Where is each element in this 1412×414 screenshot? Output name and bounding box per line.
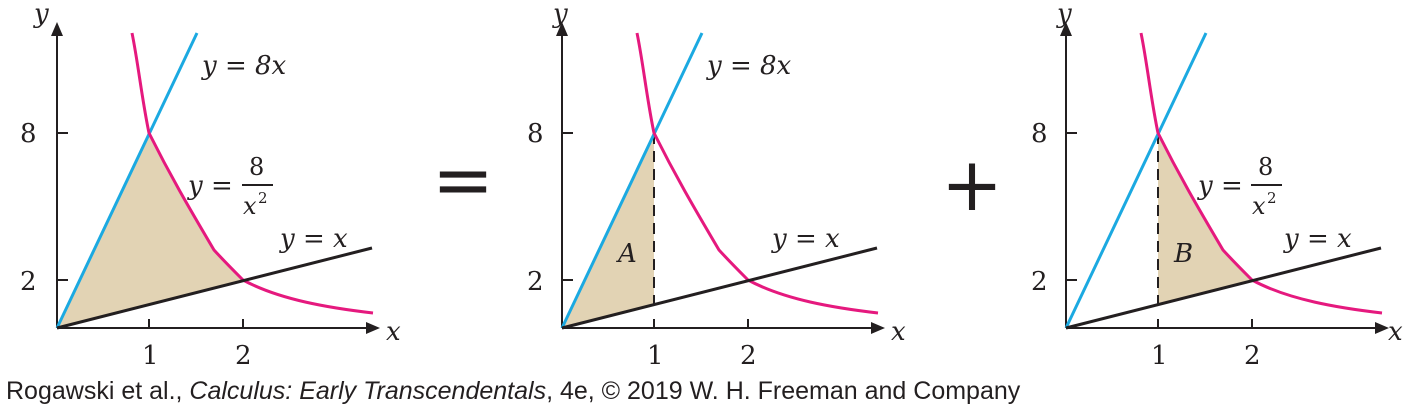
panel-2: x y 8 2 1 2 y = 8x y = x A	[527, 0, 906, 371]
plus-sign: +	[941, 142, 1003, 228]
tick-label-x-1: 1	[647, 341, 664, 371]
label-curve-numerator: 8	[1258, 153, 1273, 181]
label-curve-denominator: x	[243, 192, 257, 220]
label-curve-denominator: x	[1252, 192, 1266, 220]
tick-label-y-2: 2	[1031, 267, 1048, 297]
shaded-region	[57, 133, 243, 328]
label-curve: y = 8 x 2	[1197, 153, 1282, 220]
x-axis-label: x	[891, 317, 906, 347]
label-line-x: y = x	[279, 224, 348, 254]
panel-1: x y 8 2 1 2 y = 8x y = x y = 8 x 2	[20, 0, 401, 371]
x-axis-arrow	[871, 322, 885, 334]
tick-label-y-8: 8	[20, 119, 37, 149]
line-y-x	[1065, 246, 1382, 330]
tick-label-x-2: 2	[235, 341, 252, 371]
label-line-8x: y = 8x	[706, 51, 792, 81]
curve-y-8-over-x2	[635, 32, 879, 315]
tick-label-x-1: 1	[142, 341, 159, 371]
line-y-8x	[55, 32, 199, 329]
label-curve-exponent: 2	[258, 189, 268, 207]
x-axis-arrow	[366, 322, 380, 334]
label-curve-exponent: 2	[1267, 189, 1277, 207]
y-axis-label: y	[33, 0, 49, 29]
label-line-x: y = x	[1283, 224, 1352, 254]
equals-sign: =	[432, 137, 494, 223]
tick-label-x-2: 2	[1244, 341, 1261, 371]
caption-publisher: , 4e, © 2019 W. H. Freeman and Company	[546, 377, 1021, 405]
y-axis-arrow	[556, 22, 568, 36]
label-curve-numerator: 8	[249, 153, 264, 181]
y-axis-label: y	[552, 0, 568, 29]
caption-authors: Rogawski et al.,	[6, 377, 190, 405]
curve-y-8-over-x2	[130, 32, 374, 315]
y-axis-label: y	[1056, 0, 1072, 29]
tick-label-x-1: 1	[1151, 341, 1168, 371]
x-axis-label: x	[386, 317, 401, 347]
figure-caption: Rogawski et al., Calculus: Early Transce…	[6, 377, 1020, 406]
x-axis-label: x	[1388, 317, 1403, 347]
label-curve-lhs: y =	[187, 171, 233, 201]
y-axis-arrow	[51, 22, 63, 36]
y-axis-arrow	[1060, 22, 1072, 36]
line-y-8x	[560, 32, 704, 329]
tick-label-y-8: 8	[527, 119, 544, 149]
line-y-x	[561, 246, 878, 330]
tick-label-y-8: 8	[1031, 119, 1048, 149]
line-y-x	[56, 246, 373, 330]
tick-label-y-2: 2	[20, 267, 37, 297]
region-label-B: B	[1173, 239, 1193, 269]
tick-label-y-2: 2	[527, 267, 544, 297]
label-curve: y = 8 x 2	[187, 153, 273, 220]
curve-y-8-over-x2	[1139, 32, 1383, 315]
caption-book-title: Calculus: Early Transcendentals	[189, 377, 547, 405]
panel-3: x y 8 2 1 2 y = x B y = 8 x 2	[1031, 0, 1403, 371]
shaded-region-B	[1158, 133, 1252, 304]
label-curve-lhs: y =	[1197, 171, 1243, 201]
tick-label-x-2: 2	[740, 341, 757, 371]
region-label-A: A	[616, 239, 637, 269]
line-y-8x	[1064, 32, 1208, 329]
label-line-x: y = x	[771, 224, 840, 254]
x-axis-arrow	[1375, 322, 1389, 334]
label-line-8x: y = 8x	[201, 51, 287, 81]
